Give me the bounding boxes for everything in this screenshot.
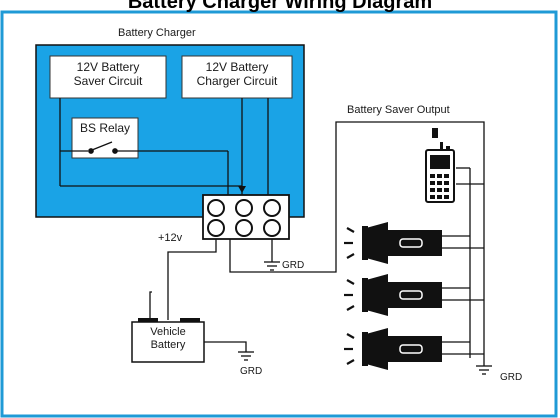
charger-circuit-line2: Charger Circuit — [196, 73, 278, 88]
terminal-connector-block — [202, 194, 290, 240]
saver-circuit-label: 12V Battery Saver Circuit — [50, 60, 166, 89]
ground-symbol-icon — [264, 261, 280, 271]
plus-12v-label: +12v — [158, 232, 183, 244]
bs-relay-label: BS Relay — [80, 121, 131, 135]
diagram-title: Battery Charger Wiring Diagram — [127, 0, 433, 13]
flashlight-icon — [344, 274, 442, 316]
ground-symbol-icon — [476, 365, 492, 375]
grd-connector-label: GRD — [282, 260, 305, 271]
saver-circuit-line1: 12V Battery — [76, 60, 140, 74]
vehicle-battery-line2: Battery — [150, 338, 186, 351]
external-wires — [149, 121, 485, 366]
radio-icon — [425, 128, 455, 203]
charger-circuit-label: 12V Battery Charger Circuit — [182, 60, 292, 89]
vehicle-battery-icon — [131, 318, 205, 363]
battery-charger-label: Battery Charger — [118, 27, 196, 39]
saver-circuit-line2: Saver Circuit — [73, 73, 143, 88]
grd-battery-label: GRD — [240, 366, 263, 377]
saver-output-label: Battery Saver Output — [347, 104, 450, 116]
charger-circuit-line1: 12V Battery — [205, 60, 269, 74]
vehicle-battery-line1: Vehicle — [150, 326, 186, 338]
saver-circuit-box — [49, 55, 167, 99]
charger-circuit-box — [181, 55, 293, 99]
vehicle-battery-label: Vehicle Battery — [132, 326, 204, 351]
panel-internal-wires — [59, 98, 269, 197]
flashlight-icon — [344, 328, 442, 370]
flashlight-icon — [344, 222, 442, 264]
grd-output-label: GRD — [500, 372, 523, 383]
ground-symbol-icon — [238, 351, 254, 361]
relay-switch-icon — [60, 141, 229, 197]
